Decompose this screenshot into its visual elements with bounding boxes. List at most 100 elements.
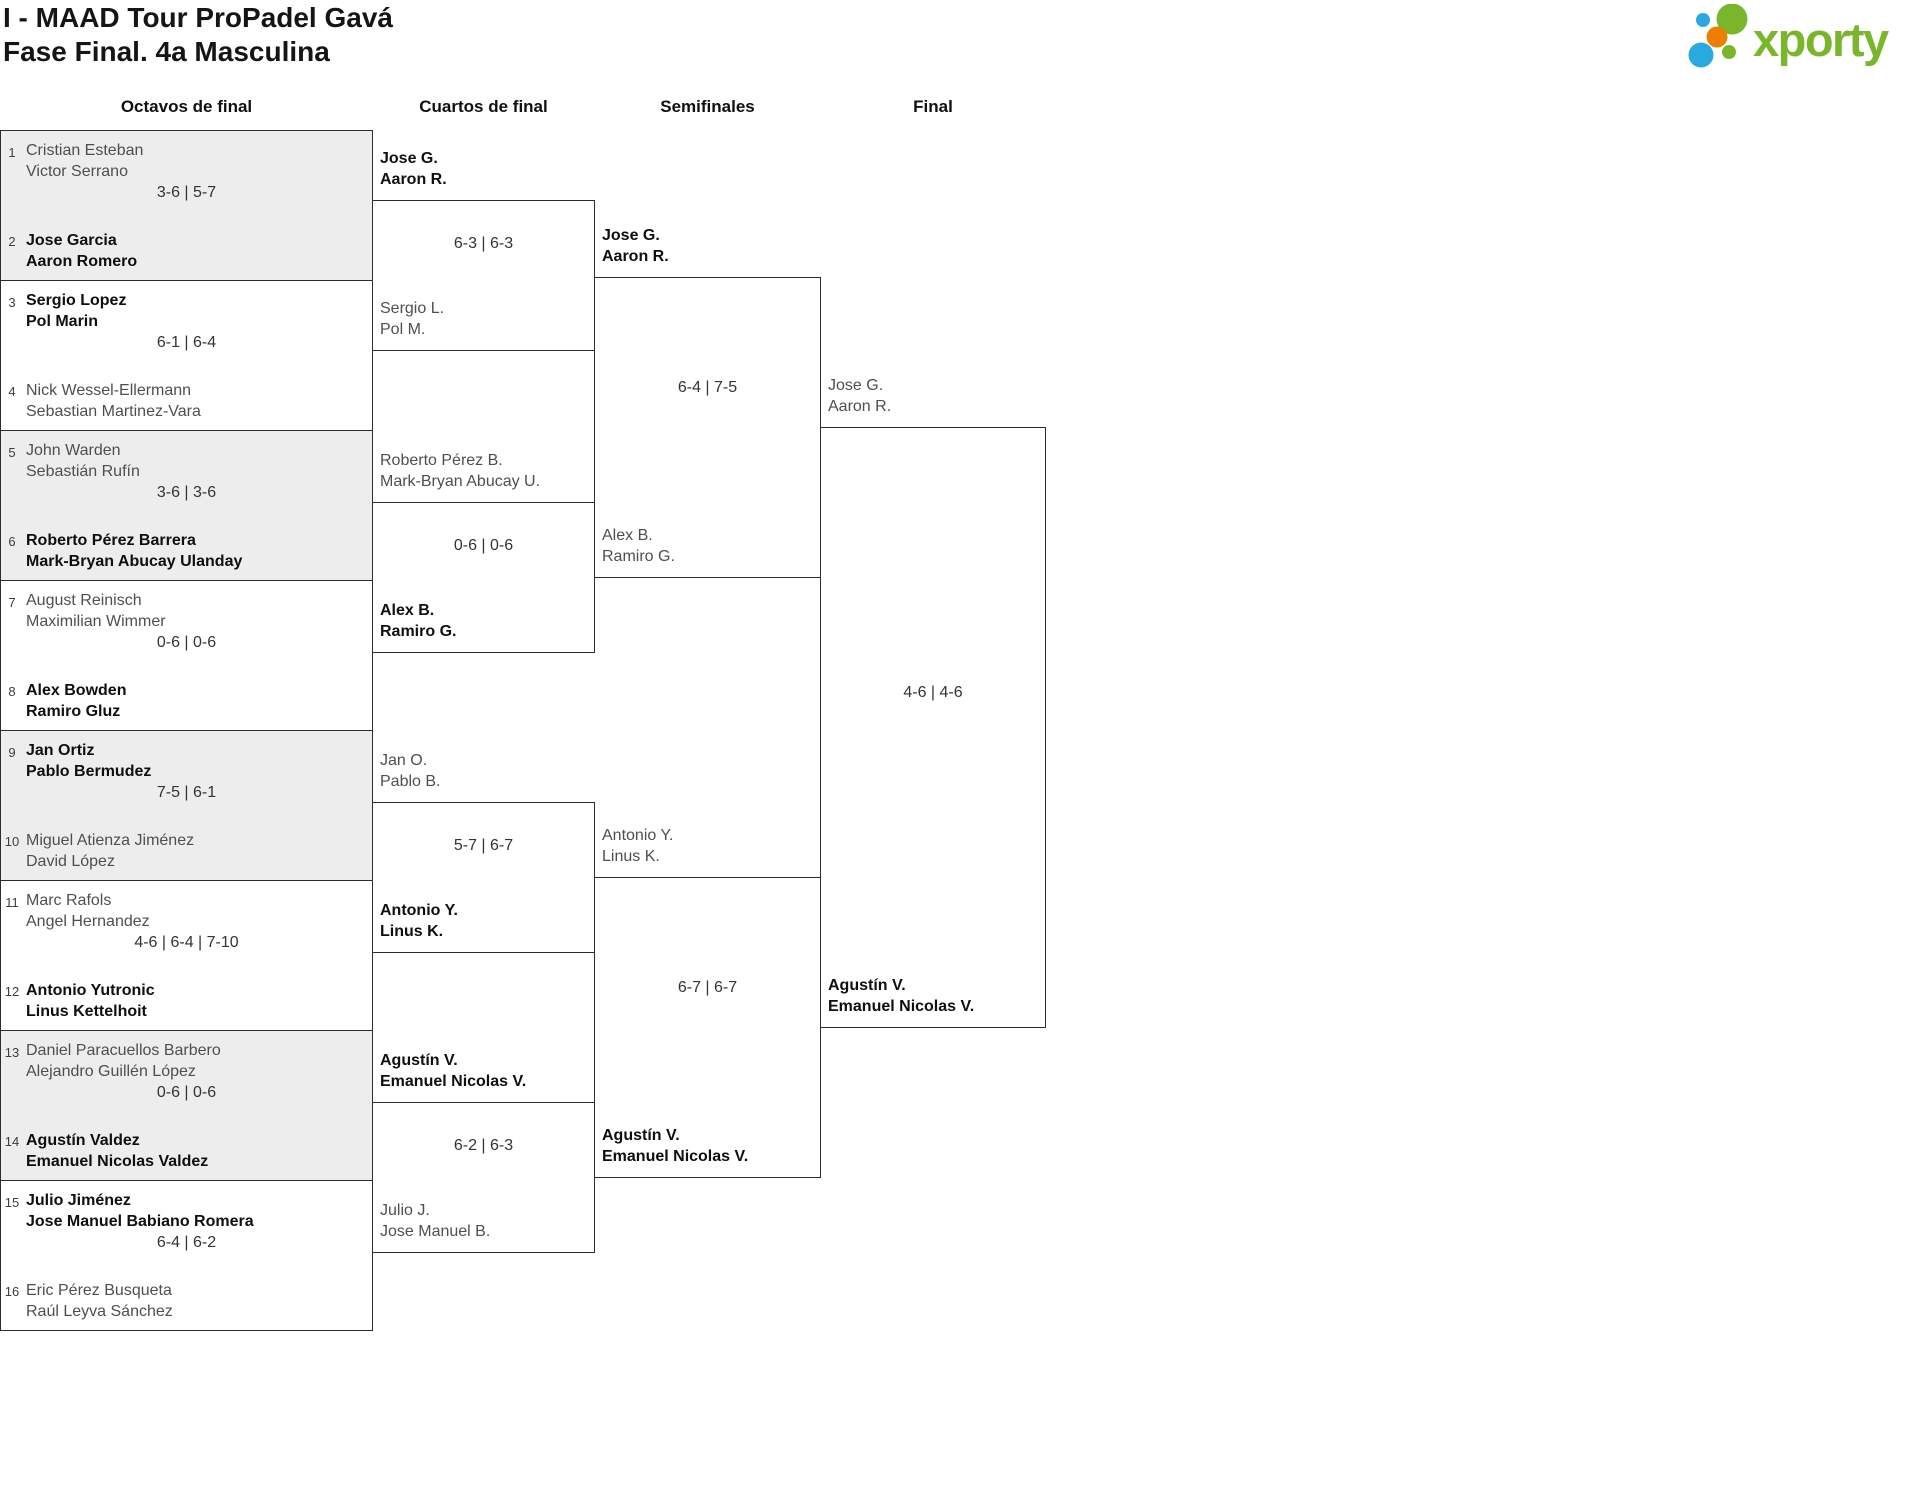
player-name: Agustín V. — [380, 1052, 458, 1069]
player-name: Aaron R. — [828, 398, 892, 415]
match-score: 5-7 | 6-7 — [453, 837, 514, 854]
team-pair: Julio Jiménez Jose Manuel Babiano Romera — [26, 1190, 254, 1232]
category-subtitle: Fase Final. 4a Masculina — [3, 36, 330, 67]
player-name: Agustín Valdez — [26, 1132, 140, 1149]
team-pair: Jose Garcia Aaron Romero — [26, 230, 137, 272]
advancing-team: Agustín V. Emanuel Nicolas V. — [828, 975, 974, 1017]
match-score: 6-4 | 7-5 — [677, 379, 738, 396]
player-name: Pol M. — [380, 321, 426, 338]
advancing-team: Sergio L. Pol M. — [380, 298, 444, 340]
xporty-logo-text: xporty — [1753, 12, 1889, 66]
seed-number: 1 — [8, 145, 16, 160]
player-name: Aaron Romero — [26, 253, 138, 270]
team-pair: Roberto Pérez Barrera Mark-Bryan Abucay … — [26, 530, 242, 572]
match-score: 7-5 | 6-1 — [156, 784, 217, 801]
match-score: 0-6 | 0-6 — [156, 634, 217, 651]
player-name: Roberto Pérez Barrera — [26, 532, 196, 549]
octavos-match-4[interactable]: 7 August Reinisch Maximilian Wimmer 0-6 … — [0, 580, 373, 731]
player-name: Raúl Leyva Sánchez — [26, 1303, 173, 1320]
team-pair: August Reinisch Maximilian Wimmer — [26, 590, 166, 632]
column-header-final: Final — [913, 97, 953, 116]
tournament-title: I - MAAD Tour ProPadel Gavá — [3, 2, 393, 33]
match-score: 6-4 | 6-2 — [156, 1234, 217, 1251]
match-score: 6-7 | 6-7 — [677, 979, 738, 996]
match-score: 6-3 | 6-3 — [453, 235, 514, 252]
team-pair: Antonio Yutronic Linus Kettelhoit — [26, 980, 155, 1022]
player-name: Antonio Yutronic — [26, 982, 155, 999]
player-name: Jose G. — [380, 150, 438, 167]
advancing-team: Jose G. Aaron R. — [380, 148, 447, 190]
player-name: Sergio Lopez — [26, 292, 127, 309]
seed-number: 9 — [8, 745, 16, 760]
seed-number: 12 — [4, 984, 20, 999]
seed-number: 3 — [8, 295, 16, 310]
player-name: Jose Manuel Babiano Romera — [26, 1213, 254, 1230]
seed-number: 13 — [4, 1045, 20, 1060]
player-name: Cristian Esteban — [26, 142, 144, 159]
player-name: Emanuel Nicolas Valdez — [26, 1153, 209, 1170]
player-name: Jan O. — [380, 752, 428, 769]
seed-number: 11 — [5, 895, 19, 910]
seed-number: 7 — [8, 595, 16, 610]
player-name: August Reinisch — [26, 592, 142, 609]
octavos-match-7[interactable]: 13 Daniel Paracuellos Barbero Alejandro … — [0, 1030, 373, 1181]
octavos-match-3[interactable]: 5 John Warden Sebastián Rufín 3-6 | 3-6 … — [0, 430, 373, 581]
player-name: Pablo B. — [380, 773, 441, 790]
team-pair: Eric Pérez Busqueta Raúl Leyva Sánchez — [26, 1280, 173, 1322]
team-pair: Agustín Valdez Emanuel Nicolas Valdez — [26, 1130, 208, 1172]
xporty-dots-icon — [1688, 4, 1748, 68]
player-name: Emanuel Nicolas V. — [380, 1073, 527, 1090]
player-name: Nick Wessel-Ellermann — [26, 382, 192, 399]
team-pair: Jan Ortiz Pablo Bermudez — [26, 740, 151, 782]
header: I - MAAD Tour ProPadel Gavá Fase Final. … — [3, 1, 393, 69]
seed-number: 14 — [4, 1134, 20, 1149]
column-header-semifinales: Semifinales — [660, 97, 755, 116]
player-name: Daniel Paracuellos Barbero — [26, 1042, 221, 1059]
player-name: Antonio Y. — [602, 827, 674, 844]
octavos-match-2[interactable]: 3 Sergio Lopez Pol Marin 6-1 | 6-4 4 Nic… — [0, 280, 373, 431]
seed-number: 16 — [4, 1284, 20, 1299]
advancing-team: Jose G. Aaron R. — [828, 375, 891, 417]
match-score: 4-6 | 6-4 | 7-10 — [134, 934, 239, 951]
player-name: Emanuel Nicolas V. — [828, 998, 975, 1015]
player-name: Pablo Bermudez — [26, 763, 152, 780]
octavos-match-6[interactable]: 11 Marc Rafols Angel Hernandez 4-6 | 6-4… — [0, 880, 373, 1031]
seed-number: 6 — [8, 534, 16, 549]
column-header-octavos: Octavos de final — [120, 97, 253, 116]
advancing-team: Jan O. Pablo B. — [380, 750, 440, 792]
player-name: Pol Marin — [26, 313, 99, 330]
seed-number: 10 — [4, 834, 20, 849]
player-name: John Warden — [26, 442, 121, 459]
advancing-team: Julio J. Jose Manuel B. — [380, 1200, 490, 1242]
advancing-team: Alex B. Ramiro G. — [380, 600, 456, 642]
octavos-match-1[interactable]: 1 Cristian Esteban Victor Serrano 3-6 | … — [0, 130, 373, 281]
match-score: 6-2 | 6-3 — [453, 1137, 514, 1154]
advancing-team: Alex B. Ramiro G. — [602, 525, 675, 567]
match-score: 0-6 | 0-6 — [453, 537, 514, 554]
player-name: Jose G. — [828, 377, 884, 394]
advancing-team: Agustín V. Emanuel Nicolas V. — [602, 1125, 748, 1167]
octavos-match-5[interactable]: 9 Jan Ortiz Pablo Bermudez 7-5 | 6-1 10 … — [0, 730, 373, 881]
player-name: Linus K. — [602, 848, 660, 865]
xporty-logo[interactable]: xporty — [1670, 4, 1889, 74]
player-name: Victor Serrano — [26, 163, 128, 180]
team-pair: Sergio Lopez Pol Marin — [26, 290, 126, 332]
player-name: Ramiro G. — [380, 623, 457, 640]
advancing-team: Agustín V. Emanuel Nicolas V. — [380, 1050, 526, 1092]
final-match[interactable]: 4-6 | 4-6 — [820, 427, 1046, 1028]
player-name: Alejandro Guillén López — [26, 1063, 196, 1080]
team-pair: Marc Rafols Angel Hernandez — [26, 890, 150, 932]
match-score: 6-1 | 6-4 — [156, 334, 217, 351]
advancing-team: Roberto Pérez B. Mark-Bryan Abucay U. — [380, 450, 540, 492]
cuartos-match-1[interactable]: 6-3 | 6-3 — [372, 200, 595, 351]
player-name: David López — [26, 853, 115, 870]
match-score: 3-6 | 5-7 — [156, 184, 217, 201]
match-score: 4-6 | 4-6 — [903, 684, 963, 701]
team-pair: Alex Bowden Ramiro Gluz — [26, 680, 126, 722]
player-name: Linus Kettelhoit — [26, 1003, 147, 1020]
octavos-match-8[interactable]: 15 Julio Jiménez Jose Manuel Babiano Rom… — [0, 1180, 373, 1331]
seed-number: 8 — [8, 684, 16, 699]
team-pair: Nick Wessel-Ellermann Sebastian Martinez… — [26, 380, 201, 422]
player-name: Mark-Bryan Abucay Ulanday — [26, 553, 243, 570]
